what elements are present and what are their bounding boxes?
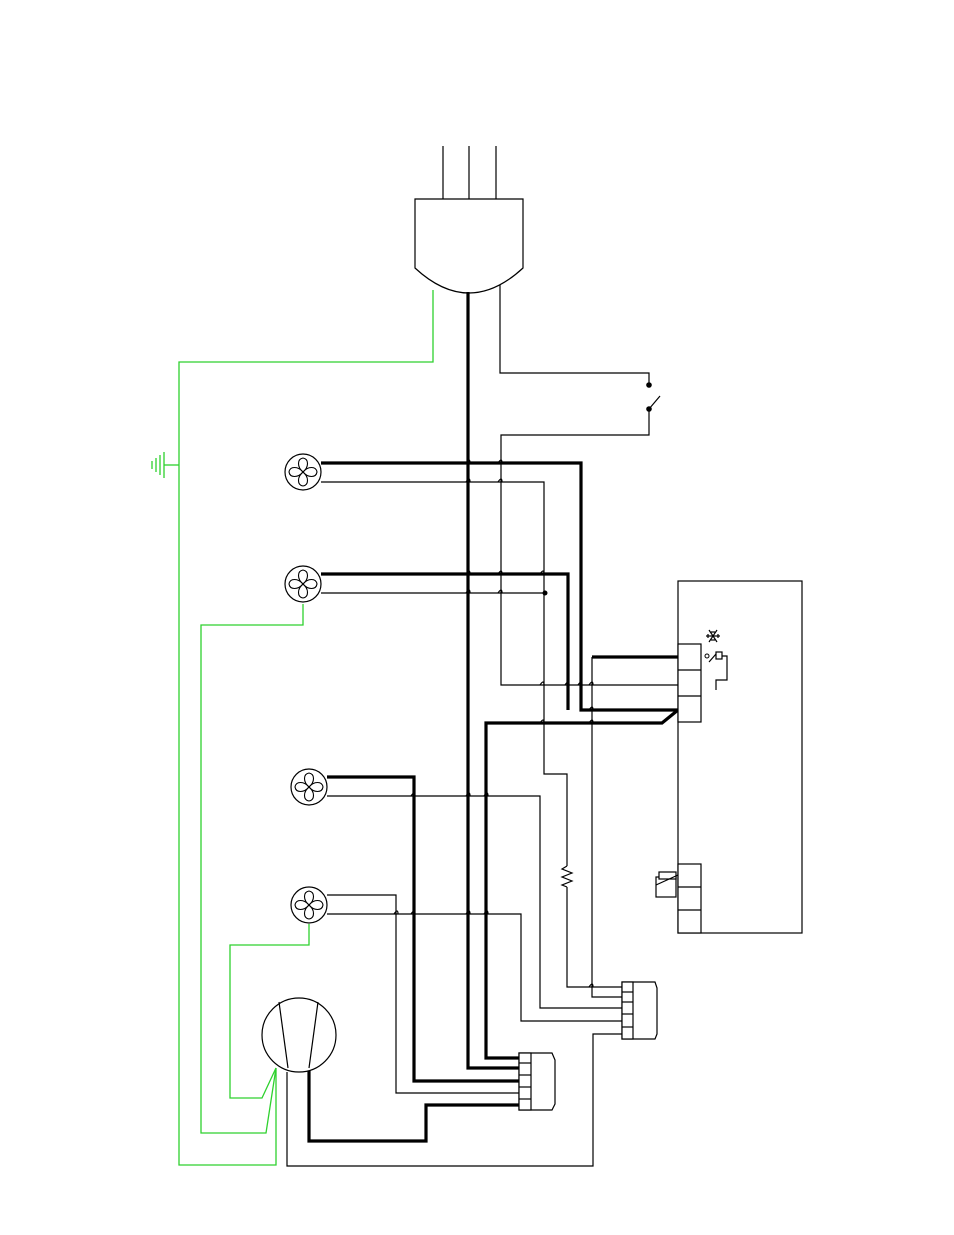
heater [562,866,572,887]
control-board [656,581,802,933]
ground-icon [152,452,164,478]
fan-icon [285,566,321,602]
junction-dot [543,591,548,596]
fan-motor-4 [291,887,327,923]
door-switch [646,382,660,412]
fan-icon [291,887,327,923]
fan-icon [291,769,327,805]
fan-motor-3 [291,769,327,805]
fan-motor-1 [285,454,321,490]
connector-a [519,1053,555,1110]
connector-b [622,982,657,1039]
compressor [262,998,336,1072]
fan-icon [285,454,321,490]
fan-motor-2 [285,566,321,602]
power-plug [415,146,523,293]
